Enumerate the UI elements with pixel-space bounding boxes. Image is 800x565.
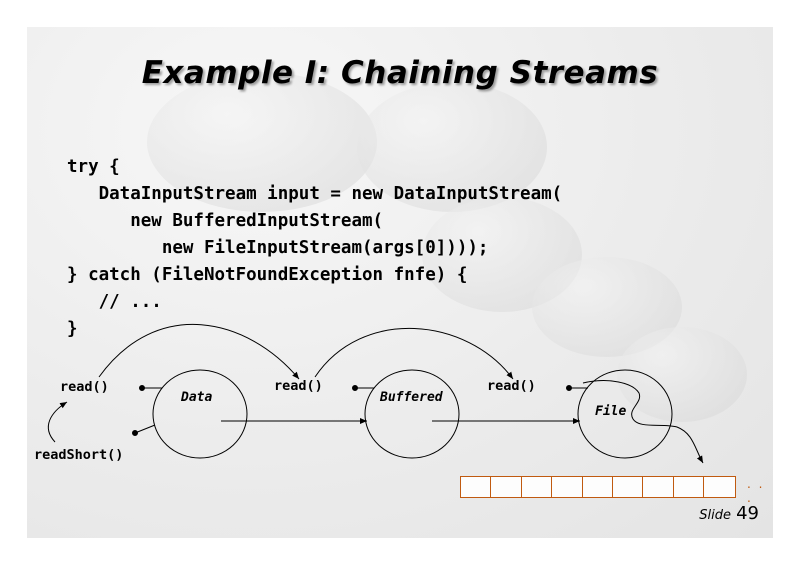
- read-pin: [352, 385, 358, 391]
- stream-diagram: [47, 323, 704, 464]
- code-line: } catch (FileNotFoundException fnfe) {: [67, 265, 468, 285]
- code-line: // ...: [67, 292, 162, 312]
- buffer-cell: [643, 477, 674, 497]
- buffer-cell: [613, 477, 644, 497]
- buffer-cell: [522, 477, 553, 497]
- file-byte-buffer: [460, 476, 736, 498]
- code-line: new FileInputStream(args[0])));: [67, 238, 489, 258]
- call-arrow: [314, 327, 514, 380]
- call-arrow: [98, 323, 300, 380]
- read-method-label: read(): [60, 379, 109, 395]
- slide-number-label: Slide 49: [699, 503, 759, 524]
- buffered-stream-label: Buffered: [380, 390, 443, 405]
- slide-number: 49: [736, 503, 759, 524]
- slide-title: Example I: Chaining Streams: [141, 55, 659, 91]
- buffer-cell: [674, 477, 705, 497]
- background-blob: [147, 72, 377, 212]
- code-line: try {: [67, 157, 120, 177]
- read-pin: [139, 385, 145, 391]
- read-method-label: read(): [274, 378, 323, 394]
- buffer-cell: [491, 477, 522, 497]
- read-method-label: read(): [487, 378, 536, 394]
- buffered-stream-circle: [364, 369, 460, 459]
- file-read-path: [582, 380, 704, 464]
- slide-word: Slide: [699, 508, 731, 523]
- code-line: DataInputStream input = new DataInputStr…: [67, 184, 563, 204]
- data-stream-circle: [152, 369, 248, 459]
- background-blob: [357, 82, 547, 212]
- file-stream-circle: [577, 369, 673, 459]
- background-blob: [617, 327, 747, 422]
- buffer-cell: [461, 477, 492, 497]
- buffer-cell: [583, 477, 613, 497]
- code-block: try { DataInputStream input = new DataIn…: [67, 154, 562, 343]
- buffer-cell: [704, 477, 734, 497]
- buffer-ellipsis: . . .: [747, 477, 765, 505]
- data-stream-label: Data: [181, 390, 213, 405]
- readshort-pin-line: [134, 424, 156, 434]
- readshort-pin: [132, 430, 138, 436]
- code-line: }: [67, 319, 78, 339]
- file-stream-label: File: [595, 404, 627, 419]
- slide: Example I: Chaining Streams try { DataIn…: [27, 27, 773, 538]
- buffer-cell: [552, 477, 583, 497]
- code-line: new BufferedInputStream(: [67, 211, 384, 231]
- read-pin: [566, 385, 572, 391]
- readshort-method-label: readShort(): [34, 447, 124, 463]
- readshort-arrow: [47, 401, 68, 443]
